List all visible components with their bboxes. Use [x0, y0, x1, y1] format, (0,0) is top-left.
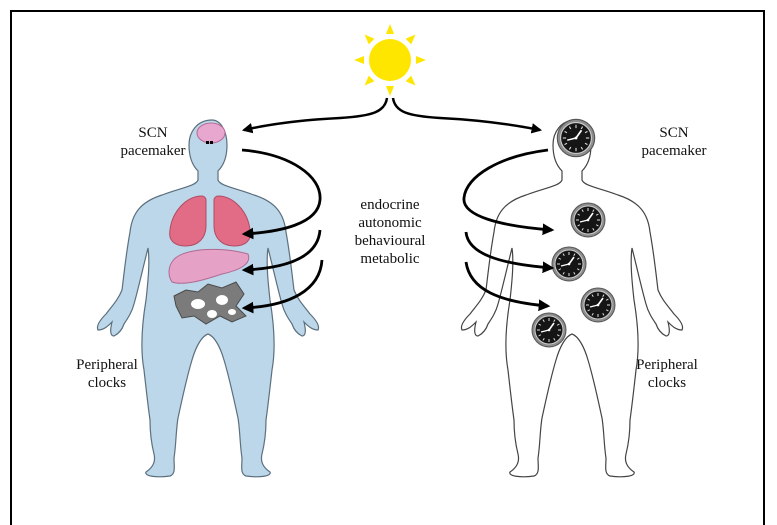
right-peripheral-label: Peripheral clocks: [622, 356, 712, 392]
clock-icon: [552, 247, 586, 281]
pathway-behavioural: behavioural: [340, 232, 440, 250]
right-scn-label: SCN pacemaker: [634, 124, 714, 160]
pathway-endocrine: endocrine: [340, 196, 440, 214]
clock-icon: [532, 313, 566, 347]
pathways-label: endocrine autonomic behavioural metaboli…: [340, 196, 440, 268]
sun-to-left-brain-arrow: [244, 98, 387, 130]
clock-icon: [581, 288, 615, 322]
right-body: [461, 120, 682, 477]
left-brain: [197, 123, 225, 143]
clock-icon: [571, 203, 605, 237]
pathway-autonomic: autonomic: [340, 214, 440, 232]
left-scn-marker: [206, 141, 209, 144]
sun-to-right-brain-arrow: [393, 98, 540, 130]
left-scn-label: SCN pacemaker: [118, 124, 188, 160]
right-brain-clock: [557, 119, 594, 156]
left-peripheral-label: Peripheral clocks: [62, 356, 152, 392]
sun-icon: [354, 24, 426, 96]
pathway-metabolic: metabolic: [340, 250, 440, 268]
left-body: [97, 120, 318, 477]
